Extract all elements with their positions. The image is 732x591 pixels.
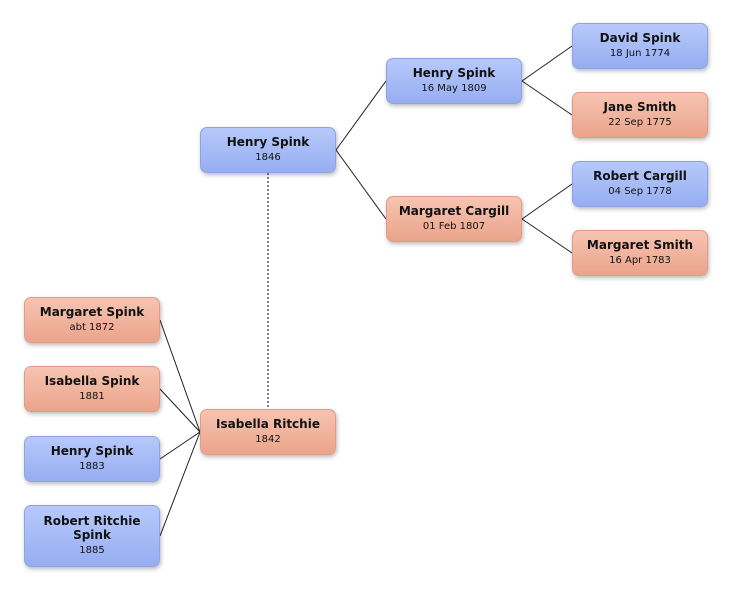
person-name: Robert Cargill: [593, 169, 687, 184]
person-date: abt 1872: [69, 322, 115, 334]
connector-henry-1846-to-margaret-cargill: [335, 149, 387, 220]
person-name: Henry Spink: [50, 444, 134, 459]
connector-margaret-cargill-to-margaret-smith: [521, 218, 573, 254]
connector-henry-1846-to-henry-1809: [335, 80, 387, 151]
person-margaret-cargill[interactable]: Margaret Cargill 01 Feb 1807: [386, 196, 522, 242]
person-date: 22 Sep 1775: [608, 117, 672, 129]
person-robert-ritchie-spink[interactable]: Robert Ritchie Spink 1885: [24, 505, 160, 567]
person-name: Margaret Cargill: [398, 204, 510, 219]
person-david-spink[interactable]: David Spink 18 Jun 1774: [572, 23, 708, 69]
person-name: Henry Spink: [226, 135, 310, 150]
person-date: 1846: [255, 152, 281, 164]
person-date: 18 Jun 1774: [609, 48, 671, 60]
person-name: Henry Spink: [412, 66, 496, 81]
person-isabella-ritchie[interactable]: Isabella Ritchie 1842: [200, 409, 336, 455]
person-isabella-spink[interactable]: Isabella Spink 1881: [24, 366, 160, 412]
person-date: 1883: [79, 461, 105, 473]
person-name: David Spink: [599, 31, 681, 46]
person-robert-cargill[interactable]: Robert Cargill 04 Sep 1778: [572, 161, 708, 207]
person-henry-spink-1883[interactable]: Henry Spink 1883: [24, 436, 160, 482]
person-date: 16 Apr 1783: [609, 255, 671, 267]
person-name: Robert Ritchie Spink: [43, 514, 141, 543]
person-date: 01 Feb 1807: [422, 221, 486, 233]
connector-margaret-cargill-to-robert-cargill: [521, 183, 573, 220]
person-henry-spink-1809[interactable]: Henry Spink 16 May 1809: [386, 58, 522, 104]
person-date: 16 May 1809: [421, 83, 487, 95]
connector-isabella-to-robert-ritchie-spink: [159, 431, 201, 537]
person-name: Isabella Ritchie: [216, 417, 320, 432]
connector-isabella-to-henry-1883: [159, 431, 201, 460]
person-date: 1881: [79, 391, 105, 403]
person-name: Margaret Spink: [39, 305, 145, 320]
person-name: Jane Smith: [603, 100, 677, 115]
person-date: 04 Sep 1778: [608, 186, 672, 198]
person-henry-spink-1846[interactable]: Henry Spink 1846: [200, 127, 336, 173]
connector-henry-1809-to-david-spink: [521, 45, 573, 82]
connector-isabella-to-isabella-spink: [159, 388, 201, 433]
person-date: 1842: [255, 434, 281, 446]
person-date: 1885: [79, 545, 105, 557]
connector-isabella-to-margaret-spink: [159, 319, 201, 433]
person-margaret-spink[interactable]: Margaret Spink abt 1872: [24, 297, 160, 343]
person-margaret-smith[interactable]: Margaret Smith 16 Apr 1783: [572, 230, 708, 276]
person-name: Margaret Smith: [586, 238, 694, 253]
connector-henry-1809-to-jane-smith: [521, 80, 573, 116]
person-jane-smith[interactable]: Jane Smith 22 Sep 1775: [572, 92, 708, 138]
person-name: Isabella Spink: [44, 374, 140, 389]
